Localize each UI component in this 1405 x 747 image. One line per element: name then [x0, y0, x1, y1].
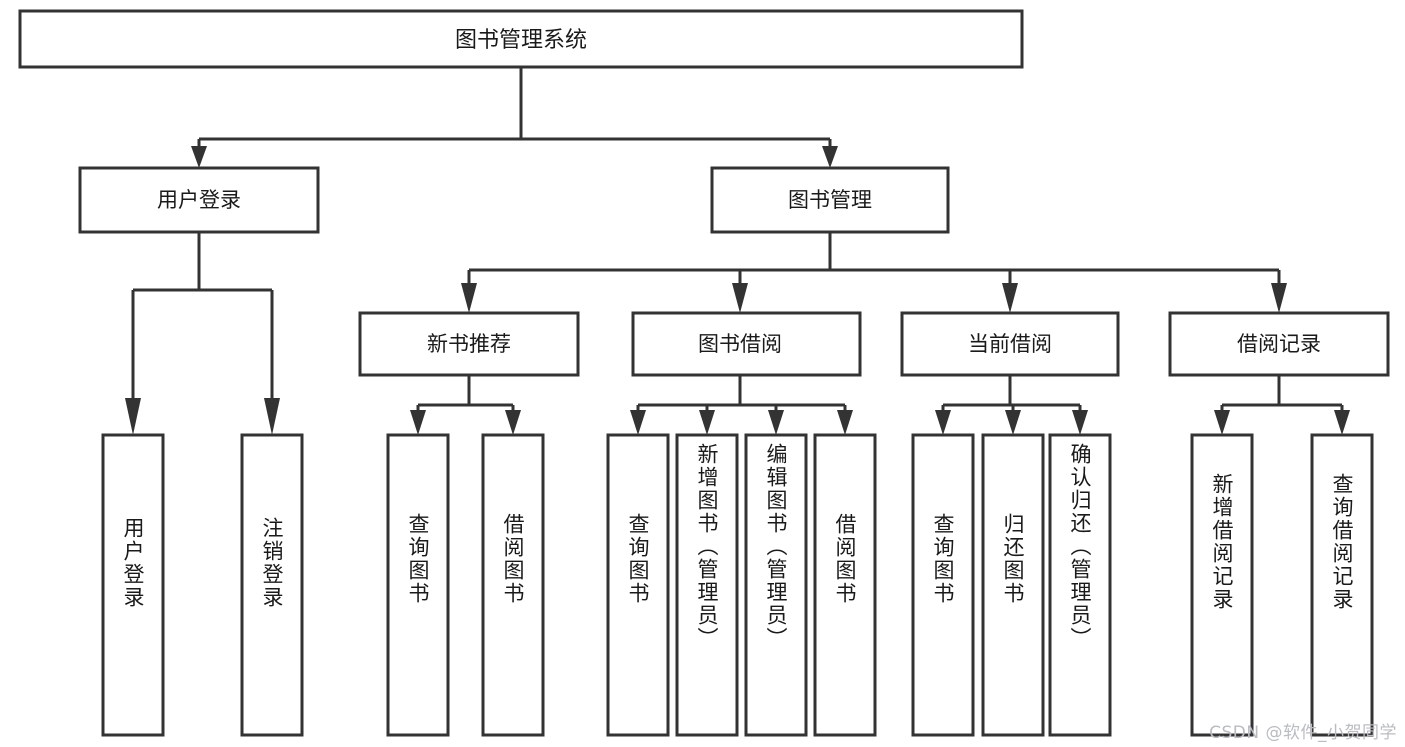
leaf-query-record-box[interactable]: [1310, 433, 1374, 737]
arrow-head-leaf-user-login: [125, 398, 141, 435]
node-book-manage-box[interactable]: [710, 166, 950, 234]
node-book-borrow-box[interactable]: [631, 311, 862, 377]
arrow-head-leaf-query-book-3: [935, 410, 951, 435]
arrow-head-book-borrow: [732, 283, 748, 313]
arrow-head-leaf-borrow-book-1: [505, 410, 521, 435]
node-book-manage[interactable]: 图书管理: [710, 166, 950, 234]
arrow-head-leaf-user-logout: [264, 398, 280, 435]
leaf-return-book-box[interactable]: [981, 433, 1045, 737]
node-new-book-recommend-label: 新书推荐: [427, 332, 511, 356]
arrow-head-user-login: [191, 146, 207, 168]
arrow-head-leaf-return-book: [1005, 410, 1021, 435]
node-user-login[interactable]: 用户登录: [78, 166, 320, 234]
node-new-book-recommend-box[interactable]: [358, 311, 580, 377]
leaf-borrow-book-2-box[interactable]: [813, 433, 877, 737]
leaf-query-book-1-box[interactable]: [386, 433, 450, 737]
leaf-user-logout-box[interactable]: [240, 433, 304, 737]
arrow-head-leaf-add-record: [1214, 410, 1230, 435]
node-borrow-record-label: 借阅记录: [1237, 332, 1321, 356]
node-root[interactable]: 图书管理系统: [18, 9, 1024, 69]
arrow-head-leaf-confirm-return: [1072, 410, 1088, 435]
leaf-user-login-box[interactable]: [101, 433, 165, 737]
csdn-watermark: CSDN @软件_小贺同学: [1209, 723, 1397, 743]
connector-layer: [125, 67, 1350, 435]
node-borrow-record[interactable]: 借阅记录: [1168, 311, 1390, 377]
node-book-borrow[interactable]: 图书借阅: [631, 311, 862, 377]
leaf-query-book-2-box[interactable]: [606, 433, 670, 737]
leaf-query-book-3-box[interactable]: [911, 433, 975, 737]
node-current-borrow-label: 当前借阅: [968, 332, 1052, 356]
node-new-book-recommend[interactable]: 新书推荐: [358, 311, 580, 377]
leaf-add-record-box[interactable]: [1190, 433, 1254, 737]
node-current-borrow-box[interactable]: [900, 311, 1120, 377]
node-current-borrow[interactable]: 当前借阅: [900, 311, 1120, 377]
node-book-manage-label: 图书管理: [788, 188, 872, 212]
leaf-confirm-return-box[interactable]: [1048, 433, 1112, 737]
node-borrow-record-box[interactable]: [1168, 311, 1390, 377]
node-root-label: 图书管理系统: [455, 28, 587, 53]
arrow-head-leaf-query-record: [1334, 410, 1350, 435]
node-user-login-box[interactable]: [78, 166, 320, 234]
arrow-head-book-manage: [822, 146, 838, 168]
leaf-add-book-box[interactable]: [675, 433, 739, 737]
arrow-head-leaf-add-book: [699, 410, 715, 435]
arrow-head-leaf-query-book-2: [630, 410, 646, 435]
node-user-login-label: 用户登录: [157, 188, 241, 212]
node-book-borrow-label: 图书借阅: [698, 332, 782, 356]
leaf-edit-book-box[interactable]: [744, 433, 808, 737]
arrow-head-new-book-recommend: [461, 283, 477, 313]
node-root-box[interactable]: [18, 9, 1024, 69]
leaf-borrow-book-1-box[interactable]: [481, 433, 545, 737]
leaf-boxes-layer: [101, 433, 1374, 737]
arrow-head-current-borrow: [1002, 283, 1018, 313]
arrow-head-leaf-edit-book: [768, 410, 784, 435]
arrow-head-leaf-query-book-1: [410, 410, 426, 435]
arrow-head-borrow-record: [1271, 283, 1287, 313]
arrow-head-leaf-borrow-book-2: [837, 410, 853, 435]
